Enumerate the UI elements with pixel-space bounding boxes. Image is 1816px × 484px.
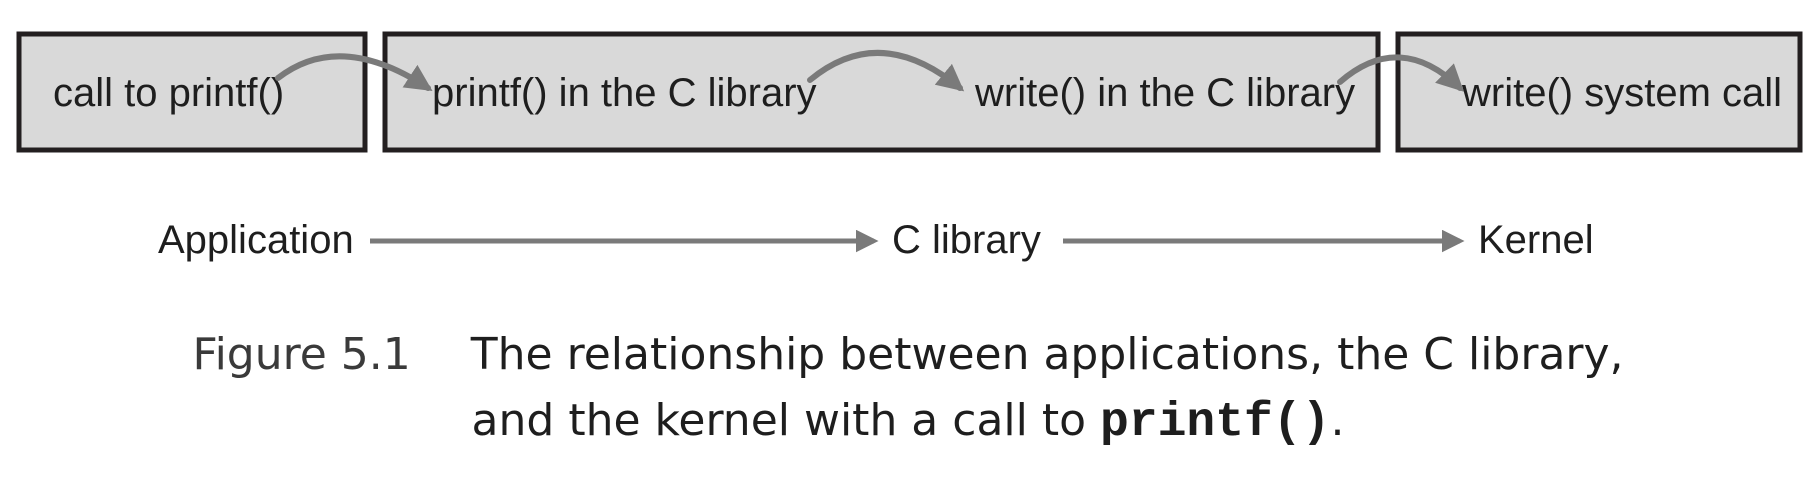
call-arrow-syscall <box>1337 54 1464 92</box>
figure-caption: Figure 5.1 The relationship between appli… <box>0 322 1816 456</box>
call-arrow-printf <box>275 53 433 91</box>
caption-text-line-2: and the kernel with a call to <box>471 395 1101 446</box>
caption-text-line-1: The relationship between applications, t… <box>470 329 1624 380</box>
application-layer-label: Application <box>158 218 354 262</box>
kernel-layer-label: Kernel <box>1478 218 1594 262</box>
caption-period: . <box>1330 395 1345 446</box>
printf-in-c-library-label: printf() in the C library <box>432 71 817 115</box>
caption-line-1: Figure 5.1 The relationship between appli… <box>0 322 1816 388</box>
call-arrow-write <box>807 50 965 92</box>
diagram-canvas: call to printf() printf() in the C libra… <box>16 31 1803 262</box>
caption-line-2: and the kernel with a call to printf(). <box>0 388 1816 456</box>
call-to-printf-label: call to printf() <box>53 71 284 115</box>
application-box <box>16 31 368 153</box>
kernel-box <box>1395 31 1803 153</box>
write-system-call-label: write() system call <box>1461 71 1782 115</box>
c-library-layer-label: C library <box>892 218 1041 262</box>
caption-code-printf: printf() <box>1100 396 1331 450</box>
figure-number: Figure 5.1 <box>192 329 411 380</box>
write-in-c-library-label: write() in the C library <box>974 71 1355 115</box>
